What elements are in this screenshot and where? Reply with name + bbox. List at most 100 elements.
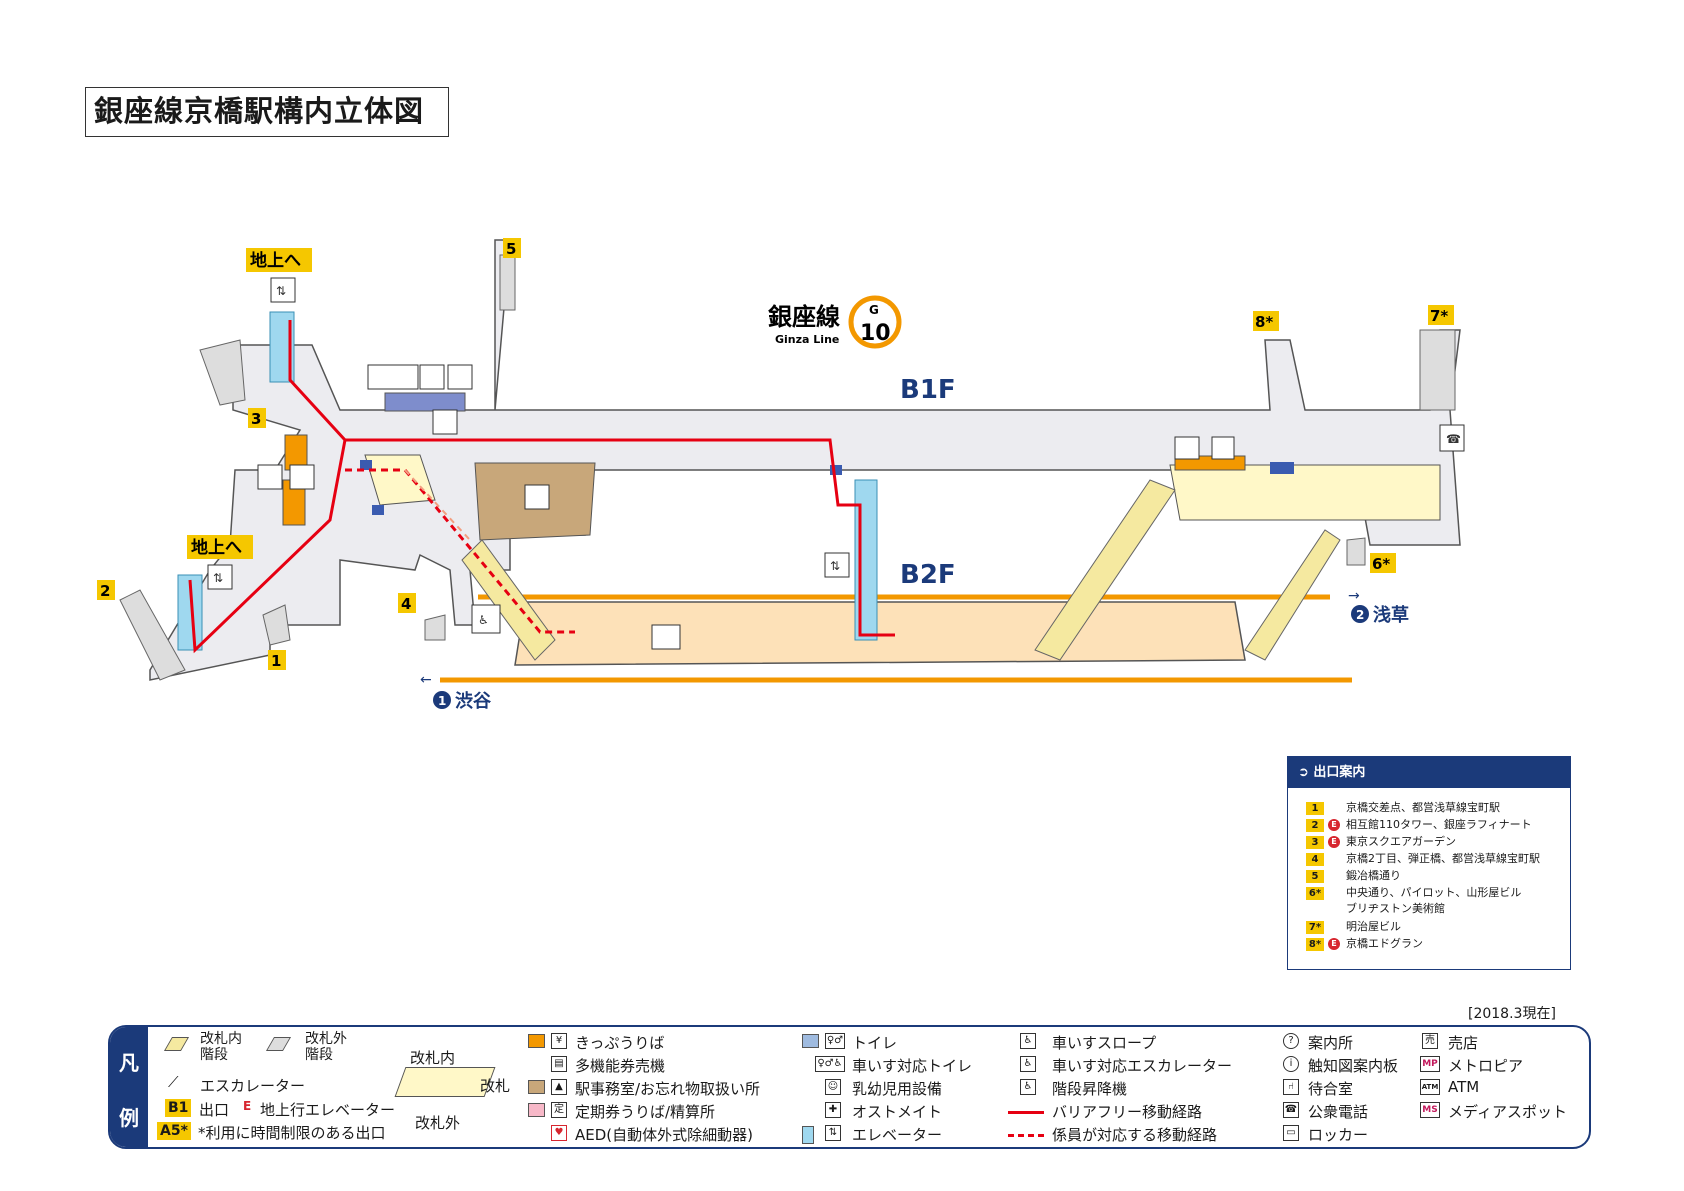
- legend-stairs-out: 改札外 階段: [305, 1031, 347, 1063]
- exit-8-label: 8*: [1255, 313, 1273, 331]
- exit-item: 6*中央通り、パイロット、山形屋ビル ブリヂストン美術館: [1306, 885, 1570, 919]
- line-name-en: Ginza Line: [775, 333, 839, 346]
- legend-ticket: きっぷうりば: [575, 1034, 665, 1052]
- legend-side-char: 例: [119, 1106, 139, 1130]
- elevator-exit-icon: E: [1328, 836, 1340, 848]
- wheelchair-escalator-icon: [471, 604, 501, 634]
- ostomate-icon: [447, 364, 473, 390]
- metro-pia-icon: MP: [1420, 1056, 1440, 1072]
- exit-item: 7*明治屋ビル: [1306, 919, 1570, 936]
- station-office-icon: [524, 484, 550, 510]
- locker-icon: ▭: [1283, 1125, 1299, 1141]
- legend-barrier-free: バリアフリー移動経路: [1052, 1103, 1203, 1121]
- shop-icon: [651, 624, 681, 650]
- arrow-circle-icon: ➲: [1298, 765, 1314, 780]
- stairs-east-platform-a: [1034, 479, 1176, 661]
- elevator-icon: ⇅: [825, 1125, 841, 1141]
- spacer: [1328, 802, 1340, 814]
- exit-2-label: 2: [100, 582, 110, 600]
- gate-east: [1270, 462, 1294, 474]
- station-office-icon: [289, 464, 315, 490]
- stairs-exit-5: [499, 254, 516, 311]
- direction-shibuya: 渋谷: [455, 690, 492, 712]
- barrier-free-line-icon: [1008, 1111, 1044, 1114]
- toilet-icon: ♀♂: [825, 1033, 845, 1049]
- barrier-free-route-a: [288, 320, 895, 637]
- exit-destination: 相互館110タワー、銀座ラフィナート: [1346, 818, 1532, 831]
- legend-staff-route: 係員が対応する移動経路: [1052, 1126, 1218, 1144]
- stairs-in-icon: [163, 1037, 190, 1051]
- elevator-icon: [270, 277, 296, 303]
- arrow-right-icon: →: [1348, 588, 1360, 604]
- wheelchair-toilet-icon: ♀♂♿: [815, 1056, 845, 1072]
- exit-destination: 東京スクエアガーデン: [1346, 835, 1456, 848]
- exit-6-badge: [1370, 553, 1396, 573]
- legend-media-spot: メディアスポット: [1448, 1103, 1567, 1121]
- legend-elevator: エレベーター: [852, 1126, 943, 1144]
- barrier-free-route-b: [188, 439, 347, 654]
- exit-6-label: 6*: [1372, 555, 1390, 573]
- phone-icon-glyph: ☎: [1446, 432, 1461, 446]
- pass-office-icon: 定: [551, 1102, 567, 1118]
- direction-shibuya-badge: [433, 691, 451, 709]
- staff-route: [345, 468, 575, 634]
- stairs-exit-1: [262, 604, 291, 646]
- gate-west-2: [372, 505, 384, 515]
- exit-7-badge: [1428, 305, 1454, 325]
- stair-lift-icon: ♿: [1020, 1079, 1036, 1095]
- elevator-tag-bottom: 地上へ: [191, 537, 242, 558]
- legend-wc-escalator: 車いす対応エスカレーター: [1052, 1057, 1233, 1075]
- ticket-icon: [1174, 436, 1200, 460]
- line-symbol: [848, 295, 902, 349]
- exit-number-badge: 7*: [1306, 921, 1324, 934]
- label-b1f: B1F: [900, 375, 956, 405]
- stairs-exit-2: [119, 589, 186, 681]
- legend-limited: *利用に時間制限のある出口: [198, 1124, 386, 1142]
- exit-destination: 京橋2丁目、弾正橋、都営浅草線宝町駅: [1346, 852, 1540, 865]
- exit-number-badge: 6*: [1306, 887, 1324, 900]
- elevator-icon: [824, 552, 850, 578]
- stairs-west-platform: [461, 539, 556, 661]
- exit-destination: 京橋エドグラン: [1346, 937, 1423, 950]
- pass-office-icon: [1211, 436, 1235, 460]
- legend-escalator: エスカレーター: [200, 1077, 306, 1095]
- direction-asakusa-num: 2: [1356, 608, 1364, 622]
- exit-5-badge: [503, 238, 521, 258]
- atm-icon: ATM: [1420, 1079, 1440, 1095]
- legend-gate: 改札: [480, 1077, 511, 1095]
- ostomate-icon: ✚: [825, 1102, 841, 1118]
- ticket-icon: ¥: [551, 1033, 567, 1049]
- exit-number-badge: 1: [1306, 802, 1324, 815]
- baby-care-icon: ☺: [825, 1079, 841, 1095]
- line-name: 銀座線: [768, 303, 840, 331]
- shop-icon: 売: [1422, 1033, 1438, 1049]
- stairs-east-platform-b: [1244, 529, 1341, 661]
- elevator-icon-glyph: ⇅: [276, 284, 286, 298]
- office-swatch: [528, 1080, 545, 1094]
- legend-tactile: 触知図案内板: [1308, 1057, 1399, 1075]
- legend-slope: 車いすスロープ: [1052, 1034, 1157, 1052]
- exit-number-badge: 3: [1306, 836, 1324, 849]
- exit-8-badge: [1253, 311, 1279, 331]
- aed-icon: ♥: [551, 1125, 567, 1141]
- ticket-swatch: [528, 1034, 545, 1048]
- toilet-swatch: [802, 1034, 819, 1048]
- legend-gate-outside: 改札外: [415, 1114, 461, 1132]
- fare-zone-east: [1169, 464, 1441, 521]
- info-icon: ?: [1283, 1033, 1299, 1049]
- spacer: [1328, 870, 1340, 882]
- spacer: [1328, 853, 1340, 865]
- exit-5-label: 5: [506, 240, 516, 258]
- legend-limited-badge: A5*: [157, 1122, 191, 1140]
- pass-office-icon: [257, 464, 283, 490]
- elevator-e-icon: E: [243, 1099, 252, 1113]
- exit-3-label: 3: [251, 410, 261, 428]
- exit-panel-heading: ➲ 出口案内: [1288, 757, 1570, 788]
- wheelchair-escalator-icon: ♿: [1020, 1056, 1036, 1072]
- legend-station-office: 駅事務室/お忘れ物取扱い所: [575, 1080, 761, 1098]
- legend-shop: 売店: [1448, 1034, 1479, 1052]
